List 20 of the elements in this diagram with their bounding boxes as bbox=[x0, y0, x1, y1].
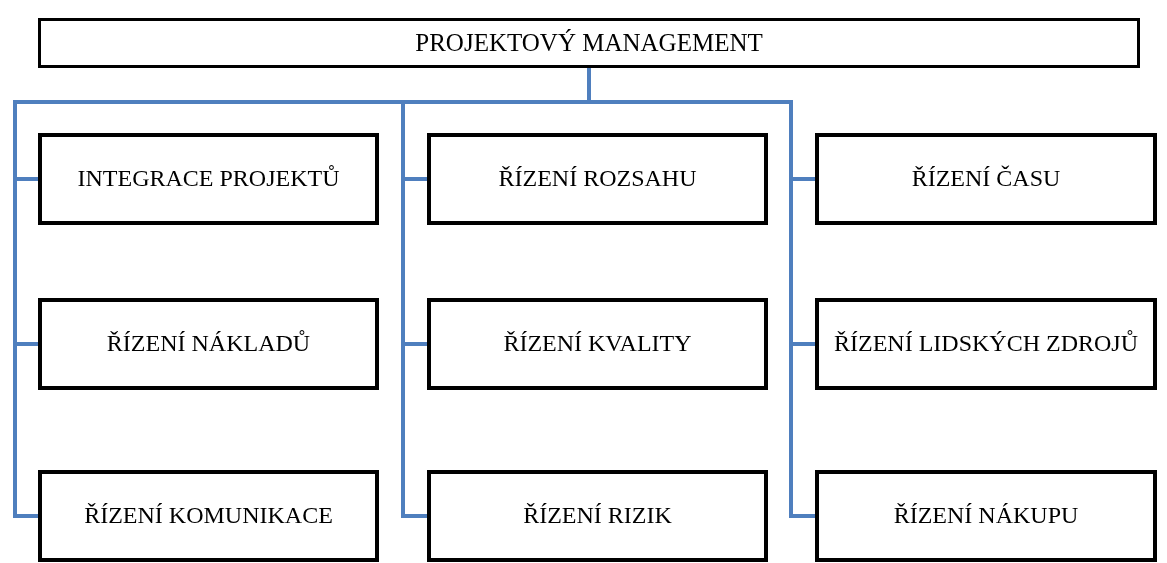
process-box bbox=[427, 133, 768, 225]
box-label: ŘÍZENÍ NÁKLADŮ bbox=[106, 329, 311, 359]
box-label: ŘÍZENÍ NÁKUPU bbox=[893, 501, 1079, 531]
box-label: ŘÍZENÍ LIDSKÝCH ZDROJŮ bbox=[834, 329, 1138, 359]
process-box bbox=[38, 470, 379, 562]
process-box bbox=[38, 298, 379, 390]
process-box bbox=[38, 133, 379, 225]
box-label: ŘÍZENÍ KVALITY bbox=[503, 329, 692, 359]
process-box bbox=[815, 470, 1157, 562]
box-label: ŘÍZENÍ ROZSAHU bbox=[498, 164, 697, 194]
process-box bbox=[815, 133, 1157, 225]
box-label: INTEGRACE PROJEKTŮ bbox=[77, 164, 340, 194]
process-box bbox=[427, 470, 768, 562]
process-box bbox=[815, 298, 1157, 390]
box-label: ŘÍZENÍ RIZIK bbox=[523, 501, 672, 531]
box-label: ŘÍZENÍ KOMUNIKACE bbox=[84, 501, 333, 531]
box-label: PROJEKTOVÝ MANAGEMENT bbox=[415, 27, 763, 58]
process-box bbox=[427, 298, 768, 390]
box-label: ŘÍZENÍ ČASU bbox=[911, 164, 1061, 194]
root-box bbox=[38, 18, 1140, 68]
